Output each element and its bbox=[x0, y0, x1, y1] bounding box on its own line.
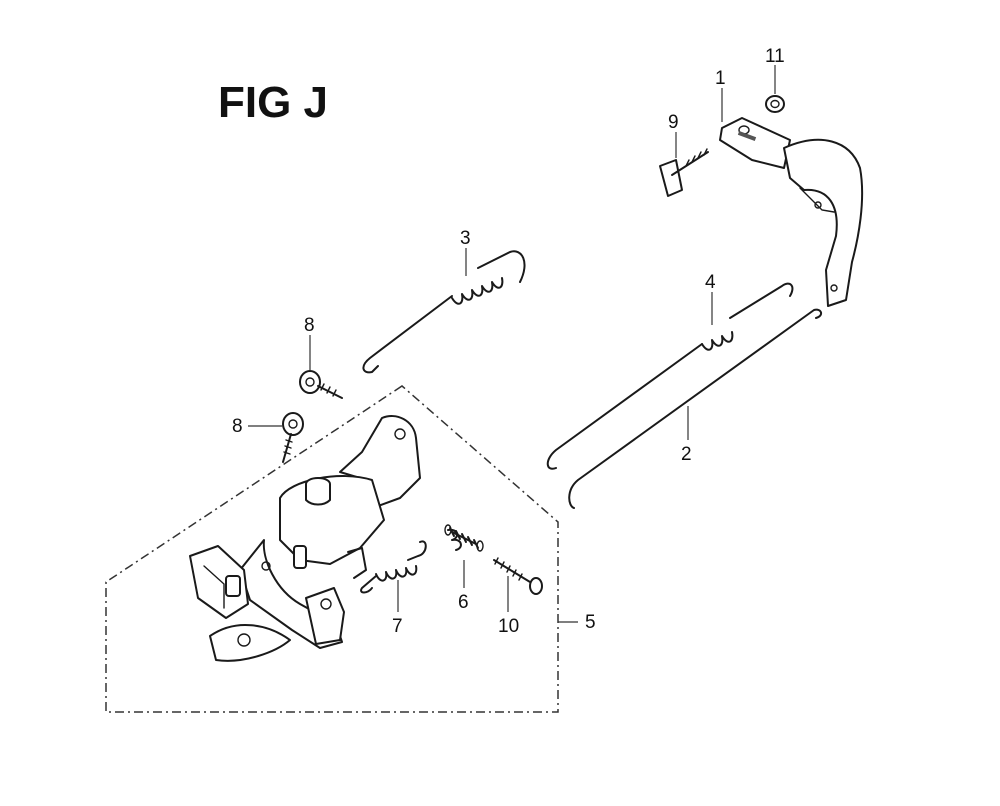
part-4-spring bbox=[546, 282, 794, 470]
callout-7: 7 bbox=[392, 616, 403, 637]
part-10-screw bbox=[493, 557, 543, 595]
part-2-rod bbox=[568, 308, 822, 509]
callout-3: 3 bbox=[460, 228, 471, 249]
callout-6: 6 bbox=[458, 592, 469, 613]
assembly-5-outline bbox=[105, 385, 559, 713]
callout-8b: 8 bbox=[232, 416, 243, 437]
callout-10: 10 bbox=[498, 616, 519, 637]
part-11-nut bbox=[765, 95, 785, 113]
callout-11: 11 bbox=[765, 46, 785, 67]
part-8-bolt-upper bbox=[299, 370, 343, 399]
callout-4: 4 bbox=[705, 272, 716, 293]
part-7-spring bbox=[360, 540, 427, 594]
callout-9: 9 bbox=[668, 112, 679, 133]
part-1-control-lever bbox=[719, 117, 864, 307]
part-6-spring bbox=[444, 524, 484, 552]
part-8-bolt-lower bbox=[282, 412, 304, 463]
callout-2: 2 bbox=[681, 444, 692, 465]
part-9-bolt bbox=[659, 148, 709, 197]
callout-1: 1 bbox=[715, 68, 726, 89]
callout-8a: 8 bbox=[304, 315, 315, 336]
callout-5: 5 bbox=[585, 612, 596, 633]
part-5-control-base bbox=[189, 415, 421, 662]
figure-title: FIG J bbox=[218, 78, 328, 127]
part-3-spring bbox=[362, 250, 526, 374]
